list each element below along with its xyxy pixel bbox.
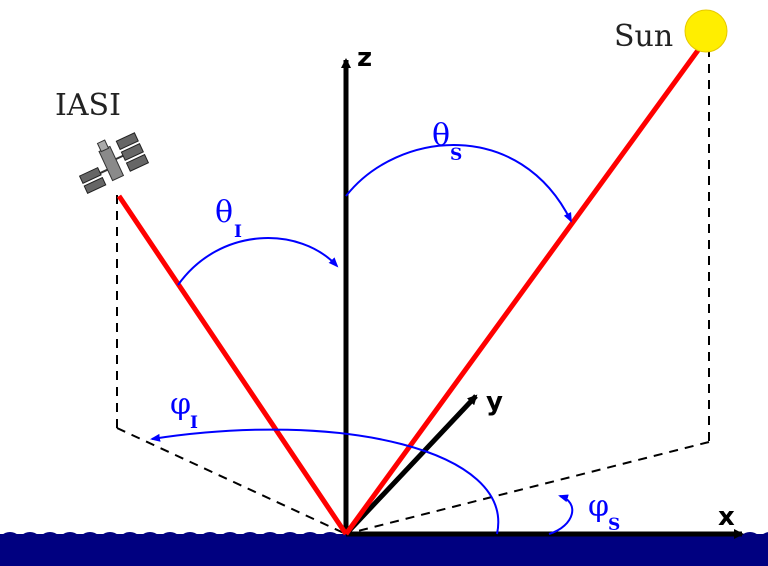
phi-s-label: φ S [588, 489, 620, 535]
phi-s-symbol: φ [588, 489, 609, 524]
wave-crest [258, 532, 282, 556]
wave-crest [378, 532, 402, 556]
satellite-ray [116, 194, 349, 536]
wave-crest [18, 532, 42, 556]
theta-i-subscript: I [234, 222, 242, 242]
theta-s-symbol: θ [432, 118, 450, 153]
sun-icon [684, 9, 728, 53]
wave-crest [38, 532, 62, 556]
wave-crest [558, 532, 582, 556]
wave-crest [478, 532, 502, 556]
wave-crest [78, 532, 102, 556]
wave-crest [338, 532, 362, 556]
theta-i-label: θ I [215, 195, 242, 242]
phi-s-arc [548, 494, 574, 535]
phi-s-subscript: S [608, 515, 620, 535]
satellite-label: IASI [55, 88, 121, 123]
wave-crest [638, 532, 662, 556]
wave-crest [358, 532, 382, 556]
wave-crest [738, 532, 762, 556]
sun-ray [343, 40, 707, 536]
axes [341, 58, 744, 539]
phi-i-subscript: I [190, 413, 198, 433]
wave-crest [578, 532, 602, 556]
phi-i-arc [150, 428, 500, 535]
wave-crest [458, 532, 482, 556]
wave-crest [138, 532, 162, 556]
wave-crest [238, 532, 262, 556]
y-axis [344, 394, 478, 536]
satellite-icon [78, 132, 150, 194]
wave-crest [98, 532, 122, 556]
rays [116, 40, 707, 536]
wave-crest [198, 532, 222, 556]
phi-i-label: φ I [170, 387, 198, 433]
wave-crest [438, 532, 462, 556]
phi-i-symbol: φ [170, 387, 191, 422]
wave-crest [658, 532, 682, 556]
projection-lines [116, 48, 710, 535]
theta-i-arc [177, 237, 339, 286]
wave-crest [678, 532, 702, 556]
wave-crest [298, 532, 322, 556]
sun-label: Sun [614, 19, 673, 54]
wave-crest [0, 532, 22, 556]
wave-crest [158, 532, 182, 556]
wave-crest [698, 532, 722, 556]
wave-crest [398, 532, 422, 556]
angle-arcs [150, 144, 574, 535]
wave-crest [618, 532, 642, 556]
wave-crest [118, 532, 142, 556]
wave-crest [178, 532, 202, 556]
sea-waves [0, 532, 768, 566]
wave-crest [758, 532, 768, 556]
wave-crest [58, 532, 82, 556]
x-axis-label: x [718, 502, 735, 532]
y-axis-label: y [486, 387, 503, 417]
sun-ground-projection [345, 441, 710, 535]
satellite-ground-projection [116, 427, 347, 535]
theta-s-subscript: S [450, 145, 462, 165]
wave-crest [278, 532, 302, 556]
wave-crest [418, 532, 442, 556]
theta-s-arc [345, 144, 572, 223]
wave-crest [518, 532, 542, 556]
theta-i-symbol: θ [215, 195, 233, 230]
wave-crest [318, 532, 342, 556]
wave-crest [498, 532, 522, 556]
z-axis-label: z [357, 43, 372, 73]
wave-crest [538, 532, 562, 556]
wave-crest [598, 532, 622, 556]
theta-s-label: θ S [432, 118, 462, 165]
wave-crest [218, 532, 242, 556]
